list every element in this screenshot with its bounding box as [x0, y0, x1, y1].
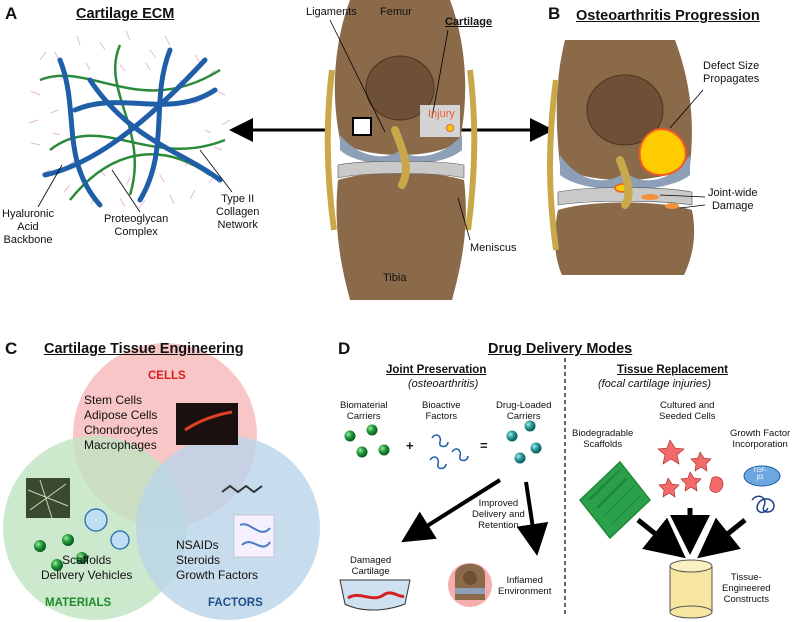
growth-factor-label: Growth Factor Incorporation	[730, 428, 791, 450]
biomaterial-label: Biomaterial Carriers	[340, 400, 388, 422]
drug-loaded-label: Drug-Loaded Carriers	[496, 400, 552, 422]
bioactive-label: Bioactive Factors	[422, 400, 461, 422]
panel-letter-c: C	[5, 339, 18, 358]
venn-diagram	[3, 343, 320, 620]
oa-knee-illustration	[547, 40, 706, 275]
hyaluronic-label: Hyaluronic Acid Backbone	[2, 208, 54, 246]
proteoglycan-label: Proteoglycan Complex	[104, 213, 169, 238]
defect-label: Defect Size Propagates	[703, 60, 760, 85]
tissue-replacement-subtitle: (focal cartilage injuries)	[598, 378, 712, 390]
cells-list: Stem Cells Adipose Cells Chondrocytes Ma…	[84, 393, 159, 452]
joint-preservation-subtitle: (osteoarthritis)	[408, 378, 479, 390]
protein-structure	[233, 514, 275, 558]
cultured-label: Cultured and Seeded Cells	[659, 400, 716, 422]
damage-label: Joint-wide Damage	[708, 187, 758, 212]
materials-heading: MATERIALS	[45, 597, 112, 609]
collagen-label: Type II Collagen Network	[216, 193, 260, 231]
joint-preservation-title: Joint Preservation	[386, 364, 487, 376]
panel-letter-a: A	[5, 4, 18, 23]
improved-label: Improved Delivery and Retention	[472, 498, 525, 531]
factors-list: NSAIDs Steroids Growth Factors	[176, 538, 259, 582]
meniscus-label: Meniscus	[470, 242, 517, 254]
cell-micrograph	[176, 403, 238, 445]
tissue-replacement-title: Tissue Replacement	[617, 364, 729, 376]
inflamed-label: Inflamed Environment	[498, 575, 552, 597]
ecm-network	[28, 30, 233, 213]
equals-sign: =	[480, 438, 488, 453]
cells-heading: CELLS	[148, 370, 186, 382]
drug-delivery-graphics	[339, 420, 781, 619]
cartilage-label: Cartilage	[445, 16, 493, 28]
factors-circle	[136, 436, 320, 620]
factors-heading: FACTORS	[208, 597, 263, 609]
oa-title: Osteoarthritis Progression	[576, 8, 760, 24]
plus-sign: +	[406, 438, 414, 453]
panel-letter-d: D	[338, 339, 351, 358]
ligaments-label: Ligaments	[306, 6, 357, 18]
tibia-label: Tibia	[383, 272, 407, 284]
panel-letter-b: B	[548, 4, 561, 23]
engineered-label: Tissue- Engineered Constructs	[722, 572, 771, 605]
tgf-label: TGF- β3	[753, 468, 767, 481]
ecm-title: Cartilage ECM	[76, 6, 175, 22]
tissue-engineering-title: Cartilage Tissue Engineering	[44, 341, 244, 357]
damaged-label: Damaged Cartilage	[350, 555, 392, 577]
knee-joint-illustration	[324, 0, 478, 300]
femur-label: Femur	[380, 6, 412, 18]
injury-label: Injury	[428, 108, 455, 120]
drug-delivery-title: Drug Delivery Modes	[488, 341, 633, 357]
scaffolds-label: Biodegradable Scaffolds	[572, 428, 634, 450]
materials-list: Scaffolds Delivery Vehicles	[41, 553, 133, 582]
